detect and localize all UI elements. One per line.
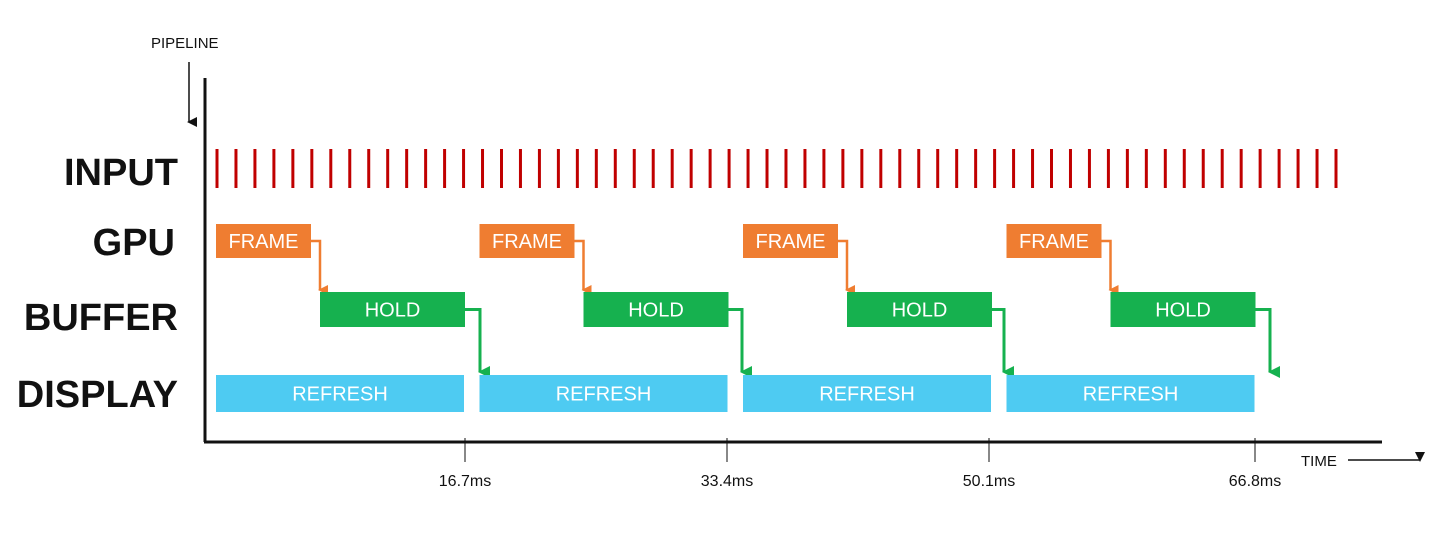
- time-tick-label: 16.7ms: [439, 473, 491, 490]
- hold-block: [847, 292, 992, 327]
- lane-label-buffer: BUFFER: [24, 297, 178, 339]
- refresh-block: [479, 375, 728, 412]
- hold-block: [583, 292, 729, 327]
- time-tick-label: 50.1ms: [963, 473, 1015, 490]
- time-ticks-group: 16.7ms 33.4ms 50.1ms 66.8ms: [439, 438, 1281, 490]
- refresh-block: [216, 375, 464, 412]
- frame-block: [216, 224, 311, 258]
- frame-block-label: FRAME: [756, 231, 826, 253]
- refresh-block: [743, 375, 991, 412]
- frame-to-hold-arrow: [311, 239, 328, 295]
- x-axis-title: TIME: [1301, 453, 1337, 470]
- hold-to-display-arrow: [1255, 308, 1280, 378]
- hold-to-display-arrow: [992, 308, 1014, 378]
- input-pulse-group: [215, 149, 1338, 188]
- refresh-block-label: REFRESH: [819, 384, 915, 406]
- refresh-block-label: REFRESH: [1083, 384, 1179, 406]
- hold-block-label: HOLD: [365, 300, 421, 322]
- frame-cycles-group: FRAME HOLD REFRESH FRAME HOLD REFRESH FRAME HOL…: [216, 224, 1280, 412]
- hold-block-label: HOLD: [892, 300, 948, 322]
- hold-to-display-arrow: [728, 308, 752, 378]
- frame-block: [743, 224, 838, 258]
- frame-block-label: FRAME: [229, 231, 299, 253]
- refresh-block-label: REFRESH: [292, 384, 388, 406]
- time-tick-label: 33.4ms: [701, 473, 753, 490]
- lane-label-input: INPUT: [64, 152, 178, 194]
- frame-to-hold-arrow: [1101, 239, 1119, 295]
- hold-block: [320, 292, 465, 327]
- frame-block-label: FRAME: [1019, 231, 1089, 253]
- hold-block-label: HOLD: [1155, 300, 1211, 322]
- frame-to-hold-arrow: [574, 239, 592, 295]
- frame-block: [479, 224, 575, 258]
- frame-block-label: FRAME: [492, 231, 562, 253]
- frame-to-hold-arrow: [838, 239, 855, 295]
- hold-to-display-arrow: [465, 308, 490, 378]
- refresh-block: [1006, 375, 1255, 412]
- frame-block: [1006, 224, 1102, 258]
- refresh-block-label: REFRESH: [556, 384, 652, 406]
- lane-label-display: DISPLAY: [17, 374, 178, 416]
- lane-label-gpu: GPU: [93, 222, 175, 264]
- time-tick-label: 66.8ms: [1229, 473, 1281, 490]
- hold-block: [1110, 292, 1256, 327]
- hold-block-label: HOLD: [628, 300, 684, 322]
- y-axis-title: PIPELINE: [151, 35, 219, 52]
